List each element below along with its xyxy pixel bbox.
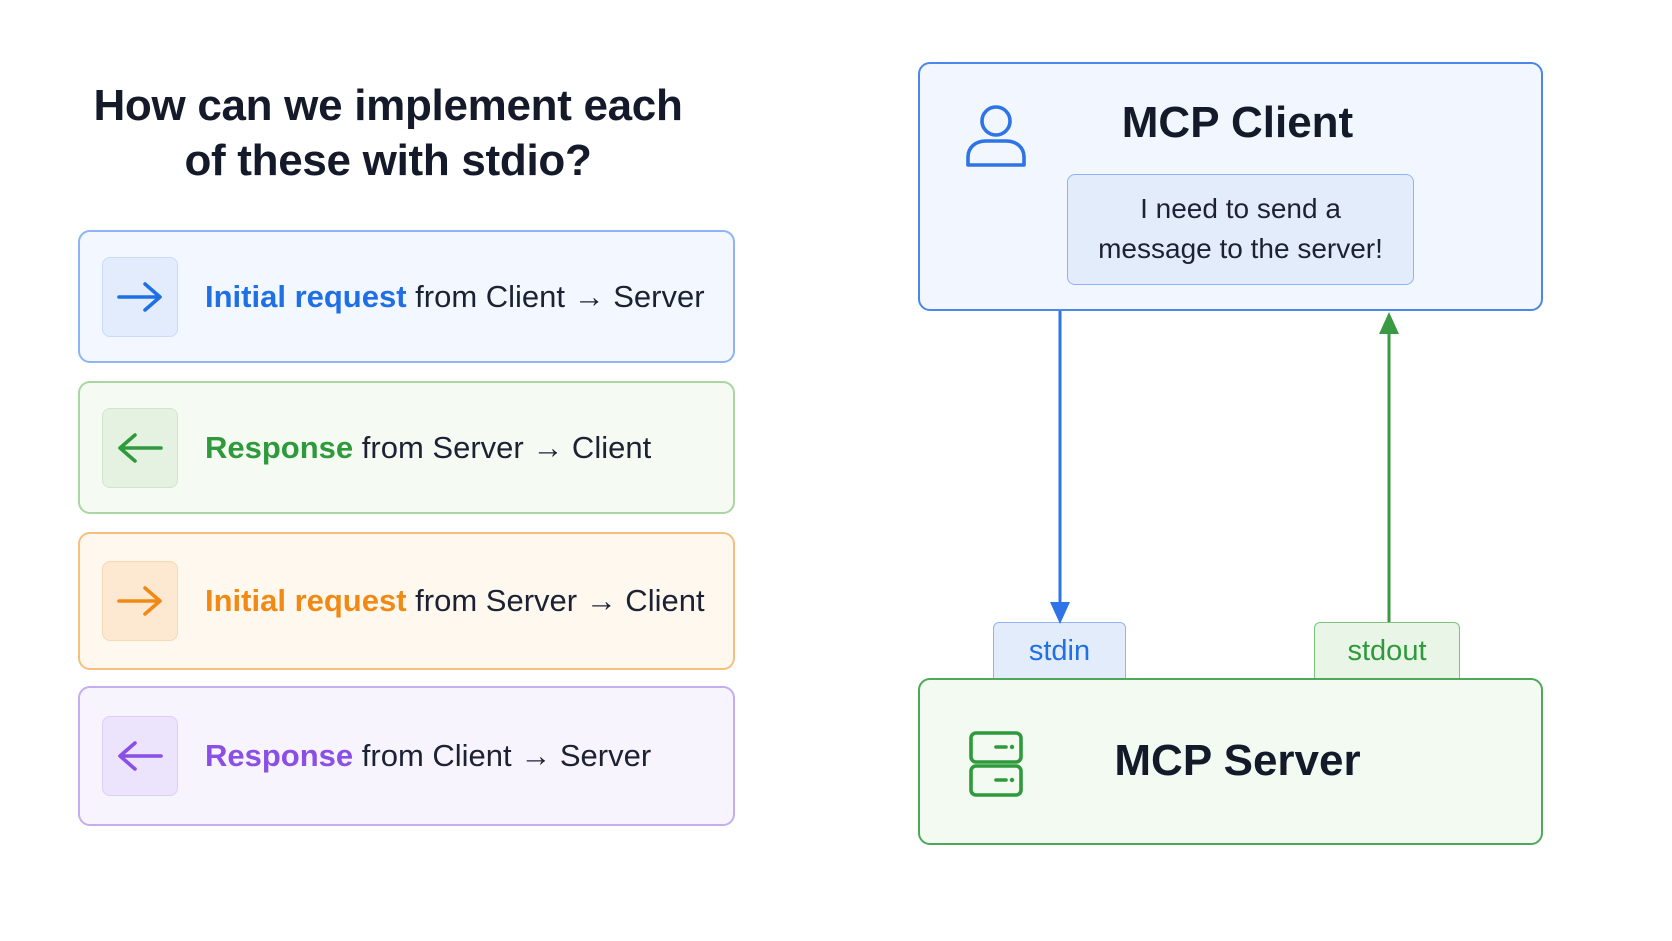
mcp-client-title: MCP Client — [1121, 98, 1354, 147]
mcp-server-box: MCP Server — [918, 678, 1543, 845]
scenario-list: Initial request from Client → Server Res… — [78, 230, 735, 826]
stdout-arrow — [1379, 312, 1399, 622]
card-server-to-client-response: Response from Server → Client — [78, 381, 735, 514]
client-message-bubble: I need to send a message to the server! — [1067, 174, 1414, 285]
stdin-arrow — [1050, 311, 1070, 624]
card-description: from Client → Server — [353, 738, 652, 773]
mcp-server-title: MCP Server — [1114, 736, 1361, 785]
card-keyword: Response — [205, 738, 354, 773]
card-label: Response from Server → Client — [205, 430, 651, 466]
heading-line-2: of these with stdio? — [184, 136, 592, 185]
card-label: Initial request from Client → Server — [205, 279, 705, 315]
card-keyword: Initial request — [205, 278, 407, 314]
heading-line-1: How can we implement each — [93, 81, 683, 130]
card-label: Initial request from Server → Client — [205, 583, 705, 619]
arrow-left-icon — [102, 716, 178, 796]
page-heading: How can we implement each of these with … — [70, 78, 706, 188]
card-description: from Server → Client — [406, 583, 705, 618]
server-icon — [968, 730, 1024, 803]
user-icon — [964, 102, 1028, 173]
stdin-tab: stdin — [993, 622, 1126, 680]
arrow-right-icon — [102, 561, 178, 641]
card-server-to-client-request: Initial request from Server → Client — [78, 532, 735, 670]
card-client-to-server-response: Response from Client → Server — [78, 686, 735, 826]
card-description: from Server → Client — [353, 429, 652, 465]
bubble-line-2: message to the server! — [1098, 233, 1383, 264]
card-keyword: Response — [205, 429, 354, 465]
card-keyword: Initial request — [205, 583, 407, 618]
mcp-client-box: MCP Client I need to send a message to t… — [918, 62, 1543, 311]
bubble-line-1: I need to send a — [1140, 193, 1341, 224]
arrow-right-icon — [102, 256, 178, 337]
stdout-tab: stdout — [1314, 622, 1460, 680]
arrow-left-icon — [102, 407, 178, 488]
card-label: Response from Client → Server — [205, 738, 651, 774]
card-client-to-server-request: Initial request from Client → Server — [78, 230, 735, 363]
card-description: from Client → Server — [406, 278, 705, 314]
